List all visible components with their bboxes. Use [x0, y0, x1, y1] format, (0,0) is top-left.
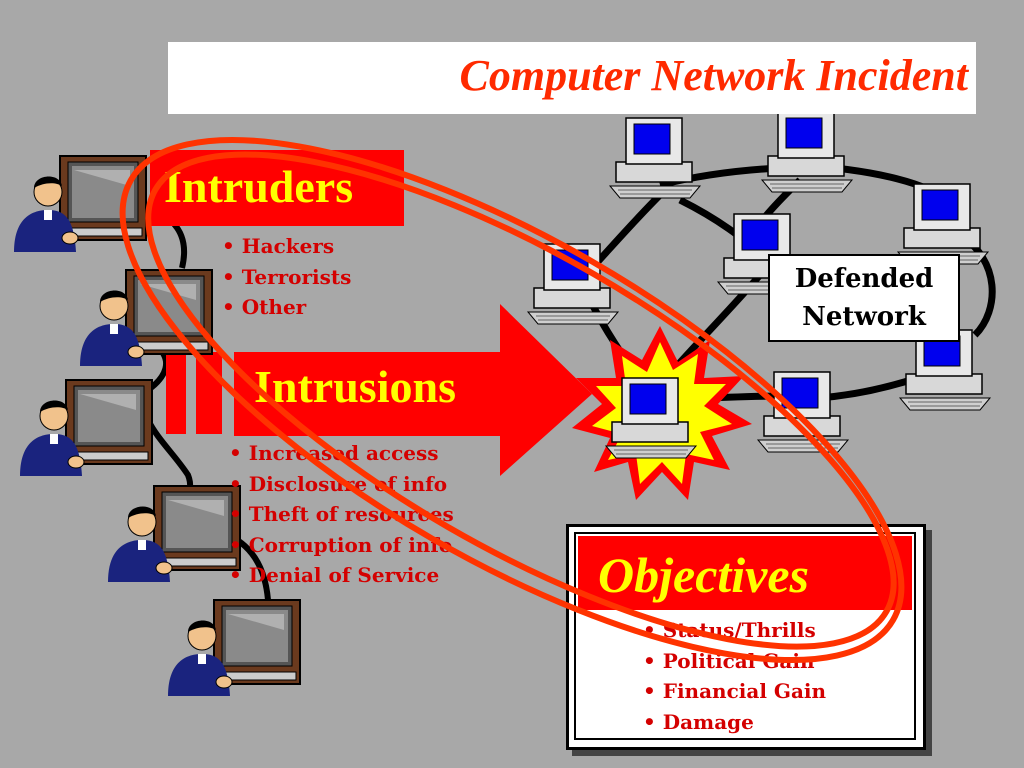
- intrusions-list: Increased access Disclosure of info Thef…: [229, 438, 454, 591]
- title-box: Computer Network Incident: [168, 42, 976, 114]
- ellipse-outer: [119, 137, 905, 663]
- page-title: Computer Network Incident: [459, 51, 969, 100]
- list-item: Terrorists: [222, 262, 352, 293]
- list-item: Financial Gain: [643, 676, 826, 707]
- intruders-heading: Intruders: [164, 161, 354, 212]
- list-item: Hackers: [222, 231, 351, 262]
- ellipse-inner: [145, 151, 897, 650]
- defended-network-line2: Network: [802, 302, 926, 332]
- list-item: Corruption of info: [229, 530, 454, 561]
- defended-network-line1: Defended: [794, 264, 934, 294]
- defended-network-label: Defended Network: [770, 260, 958, 336]
- list-item: Other: [222, 292, 351, 323]
- intruders-list: Hackers Terrorists Other: [222, 231, 352, 323]
- objectives-heading-box: Objectives: [578, 536, 912, 610]
- list-item: Denial of Service: [229, 560, 454, 591]
- intrusion-arrow: [166, 304, 592, 476]
- objectives-inner-frame: [574, 532, 916, 740]
- list-item: Damage: [643, 707, 826, 738]
- defended-network-box: Defended Network: [768, 254, 960, 342]
- intrusions-heading: Intrusions: [254, 361, 456, 412]
- list-item: Theft of resources: [229, 499, 454, 530]
- objectives-heading: Objectives: [598, 547, 810, 603]
